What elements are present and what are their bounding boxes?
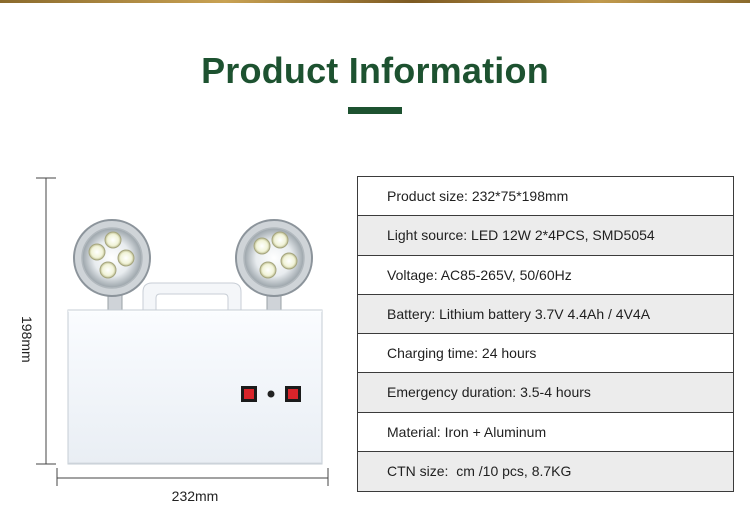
right-lamp-head bbox=[235, 219, 313, 297]
spec-row-light-source: Light source: LED 12W 2*4PCS, SMD5054 bbox=[358, 216, 733, 256]
product-image bbox=[36, 177, 329, 486]
page-title: Product Information bbox=[201, 50, 549, 91]
spec-row-emergency-duration: Emergency duration: 3.5-4 hours bbox=[358, 373, 733, 413]
spec-row-product-size: Product size: 232*75*198mm bbox=[358, 177, 733, 217]
left-lamp-head bbox=[73, 219, 151, 297]
light-housing bbox=[67, 309, 323, 465]
handle bbox=[142, 282, 242, 311]
width-dimension-line bbox=[56, 468, 329, 486]
spec-row-voltage: Voltage: AC85-265V, 50/60Hz bbox=[358, 256, 733, 295]
spec-row-material: Material: Iron + Aluminum bbox=[358, 413, 733, 452]
power-switch-right bbox=[285, 386, 301, 402]
height-dimension-line bbox=[36, 177, 56, 465]
height-dimension-label: 198mm bbox=[19, 316, 35, 363]
spec-row-battery: Battery: Lithium battery 3.7V 4.4Ah / 4V… bbox=[358, 294, 733, 334]
power-switch-left bbox=[241, 386, 257, 402]
indicator-led bbox=[267, 390, 275, 398]
decorative-top-strip bbox=[0, 0, 750, 3]
spec-table: Product size: 232*75*198mm Light source:… bbox=[357, 176, 734, 492]
spec-row-ctn-size: CTN size: cm /10 pcs, 8.7KG bbox=[358, 451, 733, 491]
spec-row-charging-time: Charging time: 24 hours bbox=[358, 334, 733, 374]
title-underline bbox=[348, 107, 402, 114]
width-dimension-label: 232mm bbox=[171, 488, 219, 504]
